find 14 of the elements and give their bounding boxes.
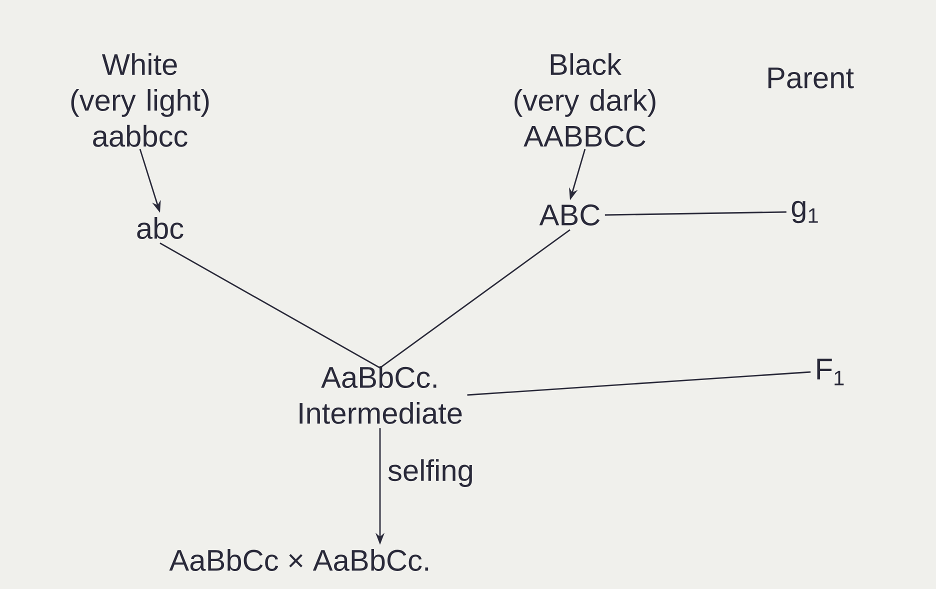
connector-line xyxy=(380,229,570,368)
hybrid-text: AaBbCc. Intermediate xyxy=(300,366,462,424)
generation-label: F$_{1}$ xyxy=(817,358,844,386)
generation-label: g$_{1}$ xyxy=(792,200,818,224)
row-label: Parent xyxy=(768,68,854,88)
gamete-text: abc xyxy=(137,217,184,239)
connector-line xyxy=(604,211,786,216)
gamete-text: ABC xyxy=(539,204,600,226)
cross-text: AaBbCc × AaBbCc. xyxy=(169,549,428,571)
connector-line xyxy=(467,371,811,396)
phenotype-genotype-text: Black (very dark) AABBCC xyxy=(514,53,656,147)
edge-label: selfing xyxy=(388,459,472,488)
connector-line xyxy=(160,242,380,368)
phenotype-genotype-text: White (very light) aabbcc xyxy=(71,53,209,147)
